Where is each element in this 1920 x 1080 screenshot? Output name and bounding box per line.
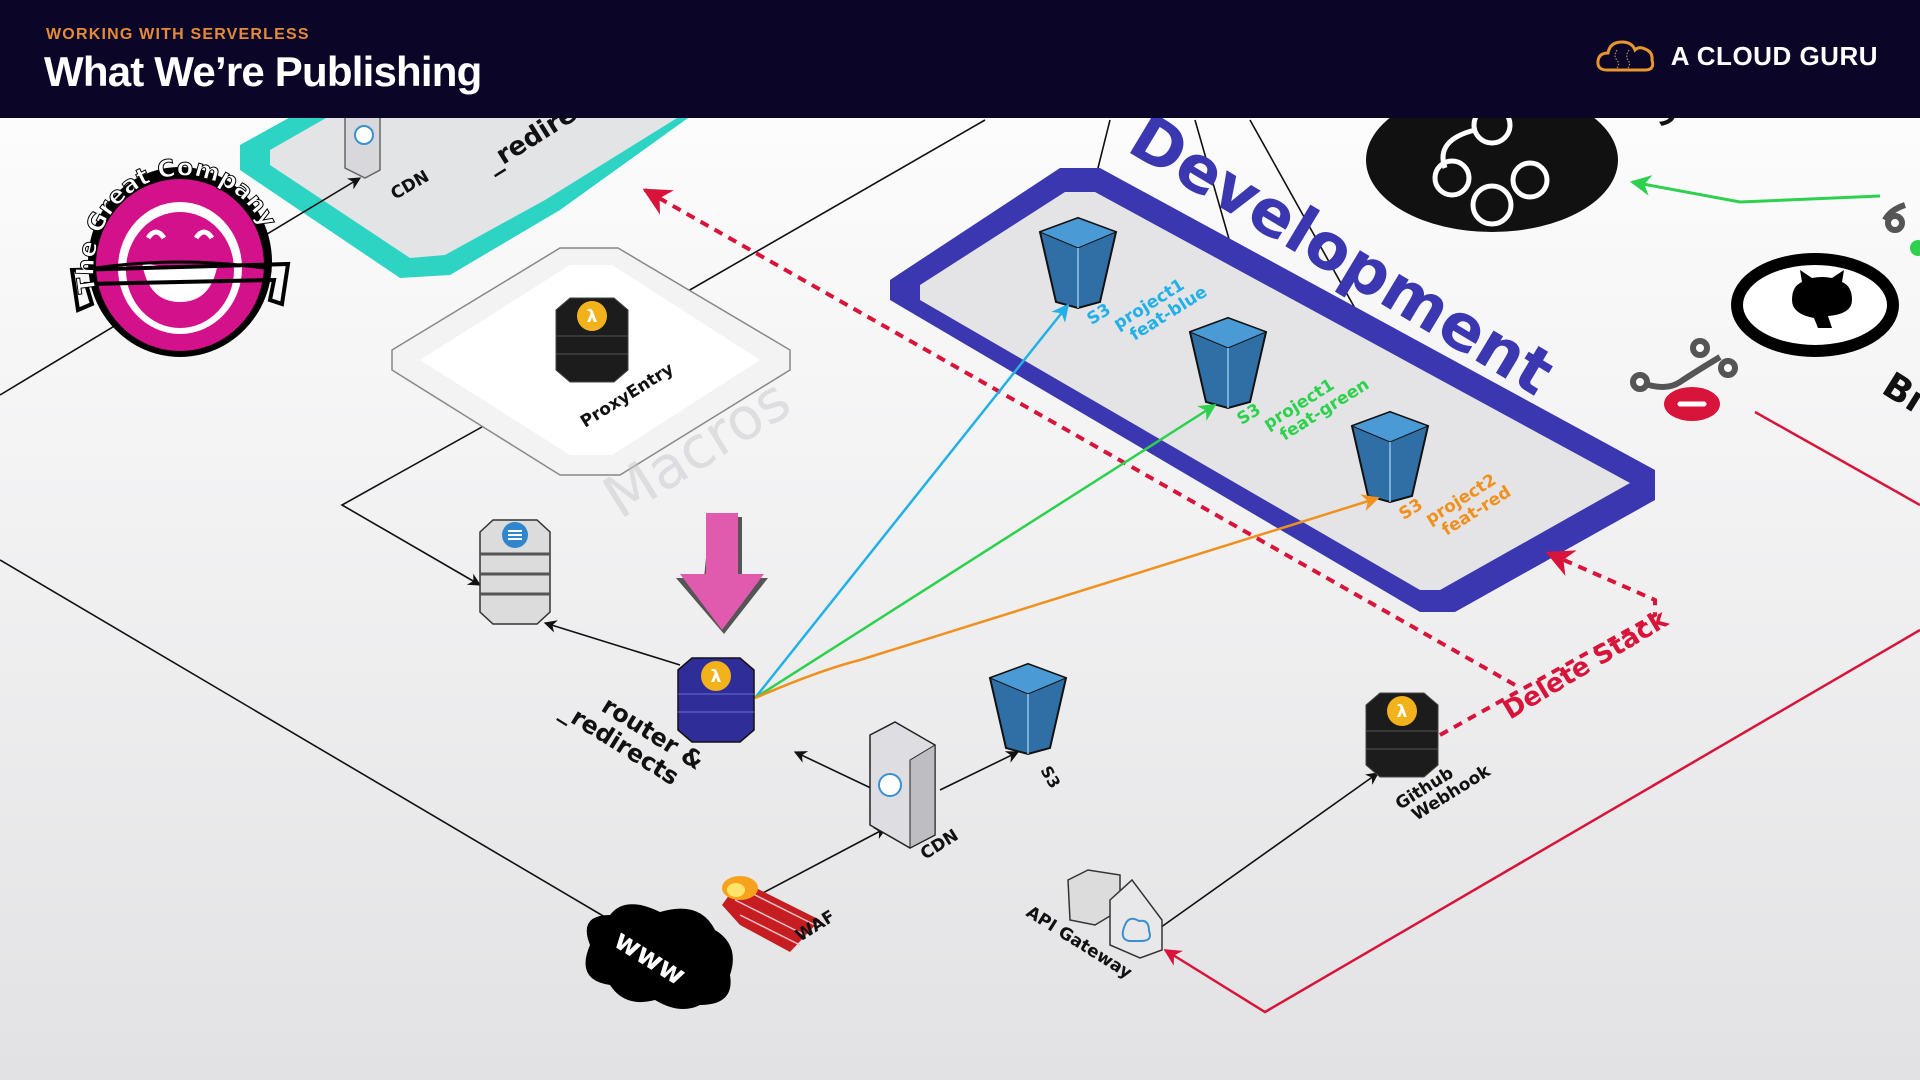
svg-text:λ: λ [1397,702,1408,722]
s3-bucket-icon [988,662,1068,756]
slide-title: What We’re Publishing [44,48,482,95]
s3-label: S3 [1037,763,1065,792]
github-event-line [1163,628,1920,1014]
git-branch-icon [1630,338,1738,392]
bucket-blue-icon [1038,216,1118,310]
step-functions-icon [1366,88,1618,232]
delete-stack-label: Delete Stack [1498,604,1674,726]
connector-api-to-webhook [1149,772,1380,936]
connector-cdn-to-router [793,751,876,791]
right-partial-label: Bı [1875,365,1920,421]
delete-stack-path [642,188,1657,737]
bucket-red-icon [1350,410,1430,504]
github-logo-icon [1731,253,1899,357]
api-gateway-icon [1067,869,1163,959]
bucket-green-icon [1188,316,1268,410]
delete-stack-to-production [642,188,1516,687]
green-arrow-to-step-icon [1629,175,1881,204]
router-lambda-icon: λ [677,657,755,743]
cache-stack-icon [479,519,551,625]
arrow-router-to-red [754,494,1380,700]
waf-firewall-icon [722,876,820,952]
production-environment-box [240,95,720,278]
arrow-router-to-green [754,403,1217,700]
cdn-icon [869,721,936,849]
great-company-logo: The Great Company [69,153,291,357]
connector-to-proxyentry [653,119,986,311]
www-cloud-icon [585,904,733,1009]
git-branch-icon-top [1882,202,1907,233]
section-eyebrow: WORKING WITH SERVERLESS [46,26,310,43]
connector-cdn-to-s3 [939,751,1020,791]
branch-deleted-indicator [1664,387,1720,421]
svg-text:λ: λ [587,307,598,327]
arrow-router-to-blue [754,303,1070,699]
brand-logo: A CLOUD GURU [1595,38,1878,74]
top-cdn-icon [344,109,381,179]
svg-text:λ: λ [711,667,722,687]
branch-delete-line [1754,410,1920,507]
proxyentry-lambda-icon: λ [555,297,629,383]
connector-left-to-www [0,559,611,921]
github-webhook-lambda-icon: λ [1365,692,1439,778]
brand-name: A CLOUD GURU [1670,40,1878,71]
branch-added-indicator [1910,240,1920,256]
cloud-icon [1596,40,1654,72]
slide-header: WORKING WITH SERVERLESS What We’re Publi… [0,0,1920,118]
highlight-arrow-icon [676,513,768,634]
connector-router-to-cache [543,620,681,666]
